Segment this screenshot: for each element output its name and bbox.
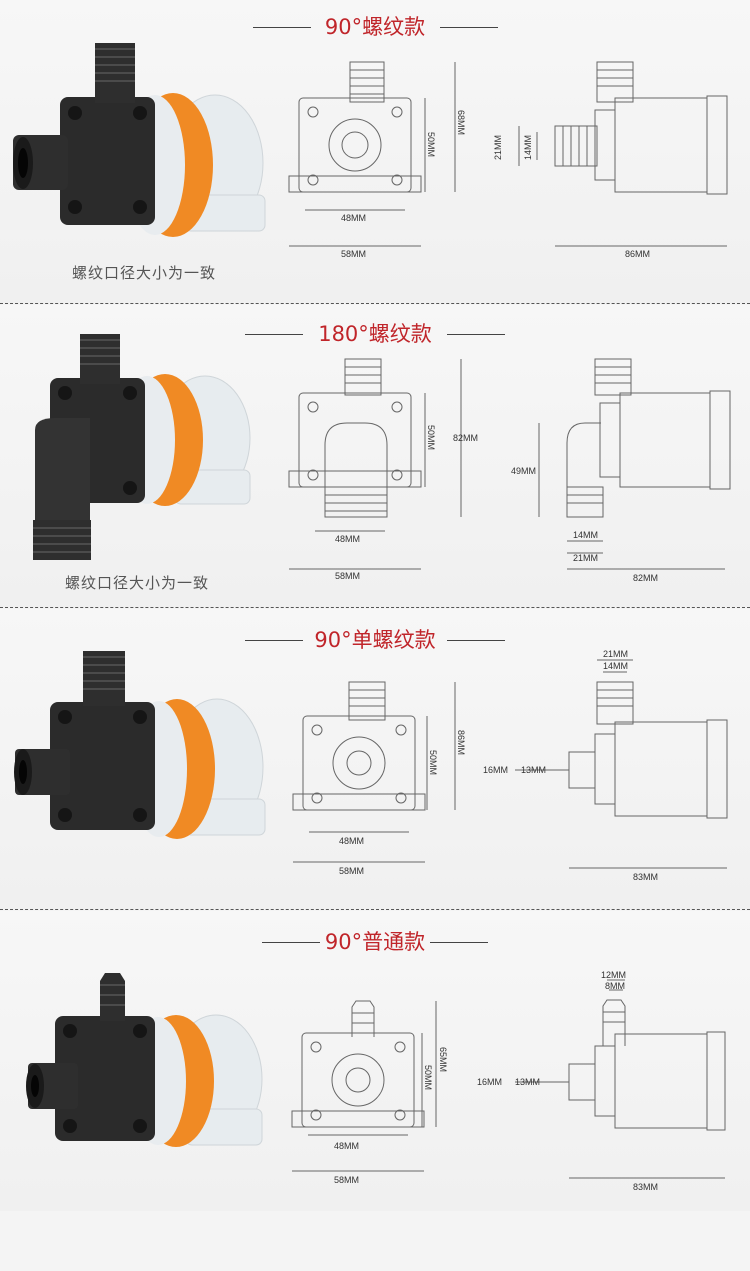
dim-width-outer: 58MM — [341, 249, 366, 259]
dim-outlet-inner: 14MM — [523, 135, 533, 160]
section-180-thread: 180°螺纹款 螺纹口径大小为一致 — [0, 305, 750, 607]
dim-width-inner: 48MM — [335, 534, 360, 544]
pump-photo — [26, 973, 263, 1147]
side-drawing: 21MM 14MM 16MM 13MM 83MM — [483, 649, 728, 882]
section-separator — [0, 303, 750, 304]
dim-top-outer: 21MM — [603, 649, 628, 659]
pump-photo — [33, 334, 251, 560]
side-drawing: 49MM 14MM 21MM 82MM — [511, 358, 731, 583]
side-drawing: 86MM 21MM 14MM — [493, 61, 728, 259]
dim-top-inner: 14MM — [603, 661, 628, 671]
section-title-row: 90°单螺纹款 — [0, 625, 750, 655]
dim-length: 86MM — [625, 249, 650, 259]
dim-outlet-outer: 21MM — [573, 553, 598, 563]
dim-height-inner: 50MM — [428, 750, 438, 775]
front-drawing: 48MM 58MM 50MM 86MM — [292, 681, 466, 876]
dim-width-inner: 48MM — [339, 836, 364, 846]
section-title: 90°单螺纹款 — [314, 628, 436, 652]
dim-outlet-inner: 14MM — [573, 530, 598, 540]
title-line-left — [262, 942, 320, 943]
title-line-right — [447, 640, 505, 641]
dim-height-outer: 86MM — [456, 730, 466, 755]
section-separator — [0, 909, 750, 910]
title-line-right — [447, 334, 505, 335]
dim-length: 82MM — [633, 573, 658, 583]
dim-outlet-outer: 21MM — [493, 135, 503, 160]
section-title: 90°螺纹款 — [324, 15, 426, 39]
dim-height: 49MM — [511, 466, 536, 476]
section-title-row: 180°螺纹款 — [0, 319, 750, 349]
front-drawing: 48MM 58MM 50MM 82MM — [288, 358, 478, 581]
title-line-right — [430, 942, 488, 943]
dim-height-inner: 50MM — [426, 425, 436, 450]
section-separator — [0, 607, 750, 608]
dim-length: 83MM — [633, 872, 658, 882]
pump-photo — [14, 651, 266, 839]
caption: 螺纹口径大小为一致 — [72, 264, 217, 282]
dim-width-outer: 58MM — [339, 866, 364, 876]
dim-height-inner: 50MM — [423, 1065, 433, 1090]
dim-width-inner: 48MM — [341, 213, 366, 223]
dim-inlet-inner: 13MM — [515, 1077, 540, 1087]
dim-inlet-outer: 16MM — [483, 765, 508, 775]
dim-top-inner: 8MM — [605, 981, 625, 991]
dim-inlet-outer: 16MM — [477, 1077, 502, 1087]
section-90-single-thread: 90°单螺纹款 48MM 58MM — [0, 609, 750, 909]
dim-height-outer: 65MM — [438, 1047, 448, 1072]
title-line-left — [245, 640, 303, 641]
front-drawing: 48MM 58MM 50MM 68MM — [288, 61, 466, 259]
dim-top-outer: 12MM — [601, 970, 626, 980]
dim-width-inner: 48MM — [334, 1141, 359, 1151]
dim-width-outer: 58MM — [335, 571, 360, 581]
section-title: 90°普通款 — [324, 930, 426, 954]
section-90-thread: 90°螺纹款 螺纹口径大小为一致 — [0, 0, 750, 303]
side-drawing: 12MM 8MM 16MM 13MM 83MM — [477, 970, 726, 1192]
title-line-left — [245, 334, 303, 335]
section-90-standard: 90°普通款 48MM 58MM — [0, 911, 750, 1211]
pump-photo — [13, 43, 266, 237]
dim-inlet-inner: 13MM — [521, 765, 546, 775]
dim-width-outer: 58MM — [334, 1175, 359, 1185]
dim-height-outer: 82MM — [453, 433, 478, 443]
dim-length: 83MM — [633, 1182, 658, 1192]
title-line-right — [440, 27, 498, 28]
front-drawing: 48MM 58MM 50MM 65MM — [291, 1000, 448, 1185]
title-line-left — [253, 27, 311, 28]
section-title: 180°螺纹款 — [318, 322, 432, 346]
dim-height-inner: 50MM — [426, 132, 436, 157]
section-title-row: 90°螺纹款 — [0, 12, 750, 42]
dim-height-outer: 68MM — [456, 110, 466, 135]
caption: 螺纹口径大小为一致 — [65, 574, 210, 592]
section-title-row: 90°普通款 — [0, 927, 750, 957]
